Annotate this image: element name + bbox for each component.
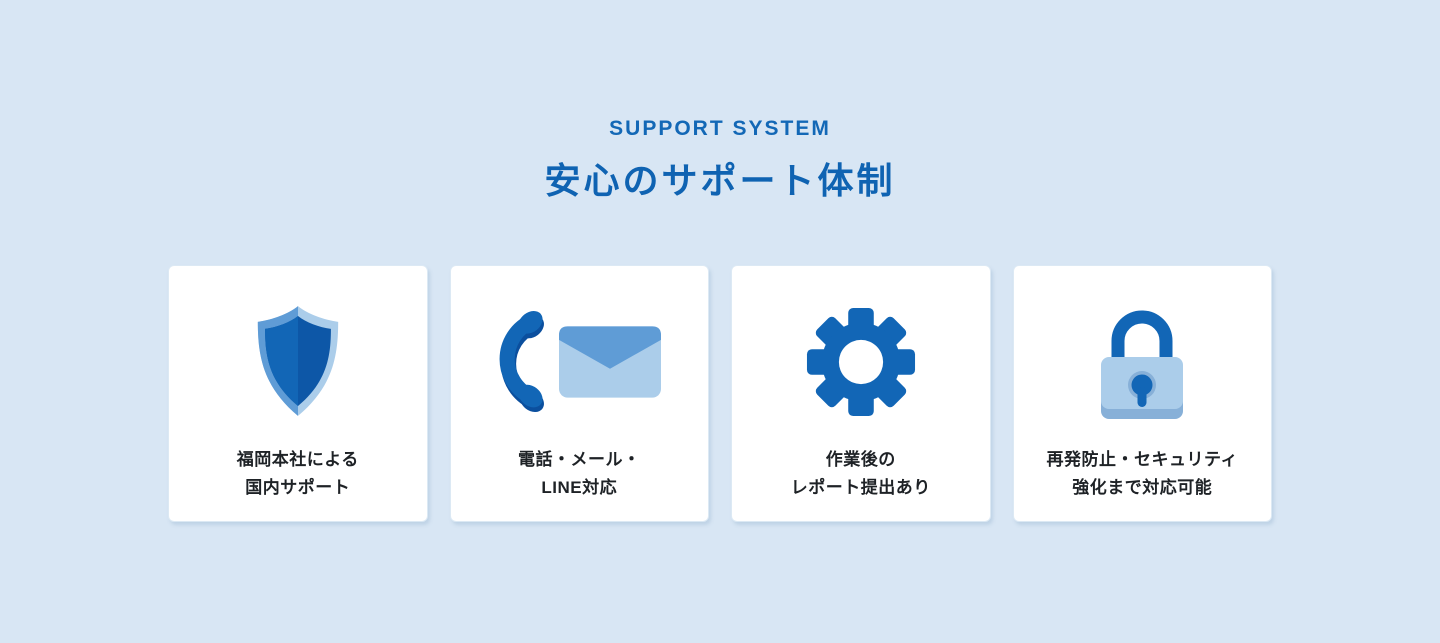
card-domestic-support: 福岡本社による 国内サポート (168, 265, 428, 522)
phone-mail-icon (497, 300, 662, 424)
card-caption: 作業後の レポート提出あり (791, 446, 931, 502)
card-caption: 福岡本社による 国内サポート (237, 446, 359, 502)
card-contact-channels: 電話・メール・ LINE対応 (449, 265, 709, 522)
card-caption-line: 電話・メール・ (518, 450, 641, 469)
section-eyebrow: SUPPORT SYSTEM (609, 117, 831, 140)
card-caption-line: 作業後の (825, 450, 896, 469)
mail-icon (559, 326, 662, 398)
cards-grid: 福岡本社による 国内サポート (168, 265, 1272, 522)
support-section: SUPPORT SYSTEM 安心のサポート体制 福岡本社による 国内サポート (168, 117, 1272, 522)
page-title: 安心のサポート体制 (544, 160, 896, 201)
card-caption-line: 強化まで対応可能 (1072, 478, 1213, 497)
card-caption-line: 国内サポート (245, 478, 351, 497)
lock-icon (1096, 300, 1188, 424)
card-work-report: 作業後の レポート提出あり (731, 265, 991, 522)
card-caption-line: 再発防止・セキュリティ (1046, 450, 1238, 469)
card-caption-line: LINE対応 (541, 478, 618, 497)
gear-icon (805, 300, 917, 424)
card-security-hardening: 再発防止・セキュリティ 強化まで対応可能 (1012, 265, 1272, 522)
card-caption-line: 福岡本社による (236, 450, 359, 469)
card-caption-line: レポート提出あり (790, 478, 931, 497)
shield-icon (249, 300, 347, 424)
card-caption: 電話・メール・ LINE対応 (518, 446, 641, 502)
phone-icon (499, 310, 545, 413)
card-caption: 再発防止・セキュリティ 強化まで対応可能 (1047, 446, 1238, 502)
